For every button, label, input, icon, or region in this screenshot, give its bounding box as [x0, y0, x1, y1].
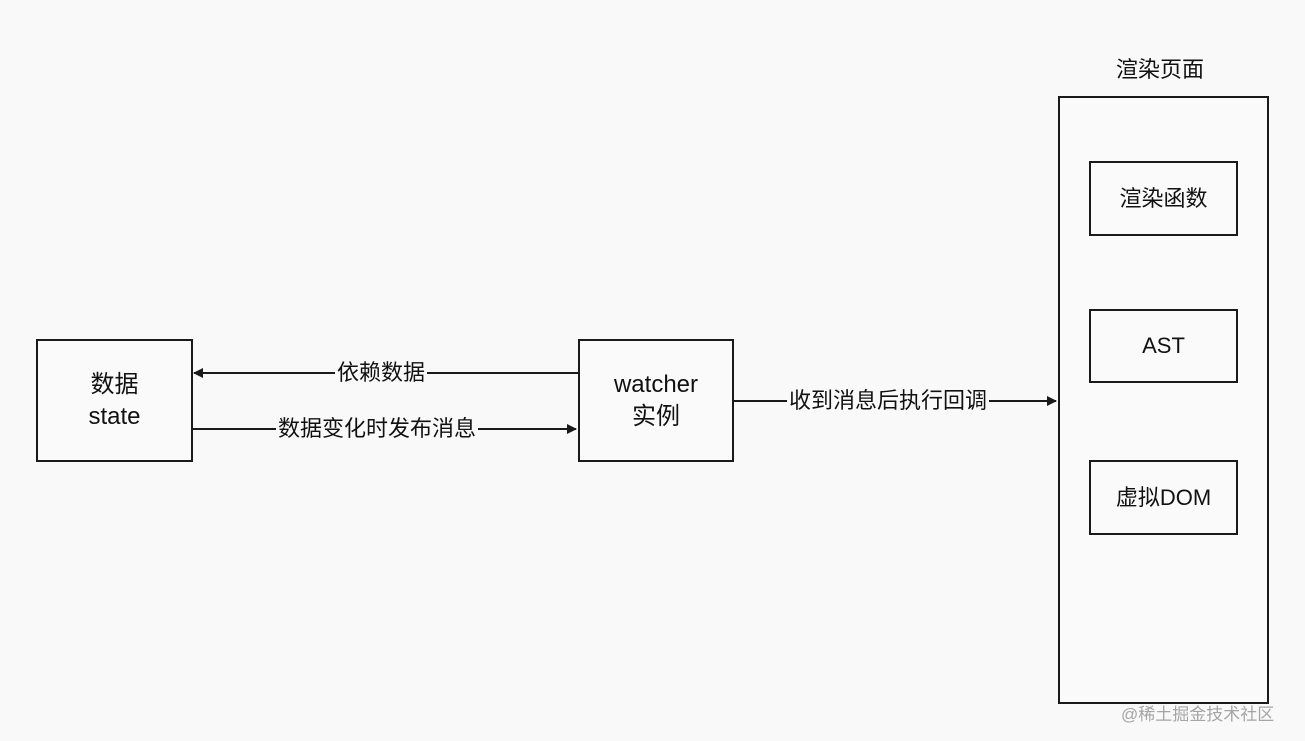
data-state-node[interactable]: 数据 state — [36, 339, 193, 462]
virtual-dom-node[interactable]: 虚拟DOM — [1089, 460, 1238, 535]
render-page-title: 渲染页面 — [1116, 57, 1205, 82]
publish-label: 数据变化时发布消息 — [276, 415, 479, 443]
ast-label: AST — [1142, 333, 1185, 358]
dependency-label: 依赖数据 — [335, 359, 428, 387]
data-state-label-line1: 数据 — [90, 370, 139, 398]
watcher-label-line2: 实例 — [632, 402, 680, 430]
watermark: @稀土掘金技术社区 — [1121, 705, 1275, 724]
data-state-label-line2: state — [88, 402, 141, 430]
watcher-node[interactable]: watcher 实例 — [578, 339, 734, 462]
render-function-node[interactable]: 渲染函数 — [1089, 161, 1238, 236]
watcher-label-line1: watcher — [613, 370, 699, 398]
callback-label: 收到消息后执行回调 — [787, 387, 990, 415]
render-function-label: 渲染函数 — [1119, 185, 1208, 211]
virtual-dom-label: 虚拟DOM — [1115, 484, 1212, 510]
ast-node[interactable]: AST — [1089, 309, 1238, 383]
